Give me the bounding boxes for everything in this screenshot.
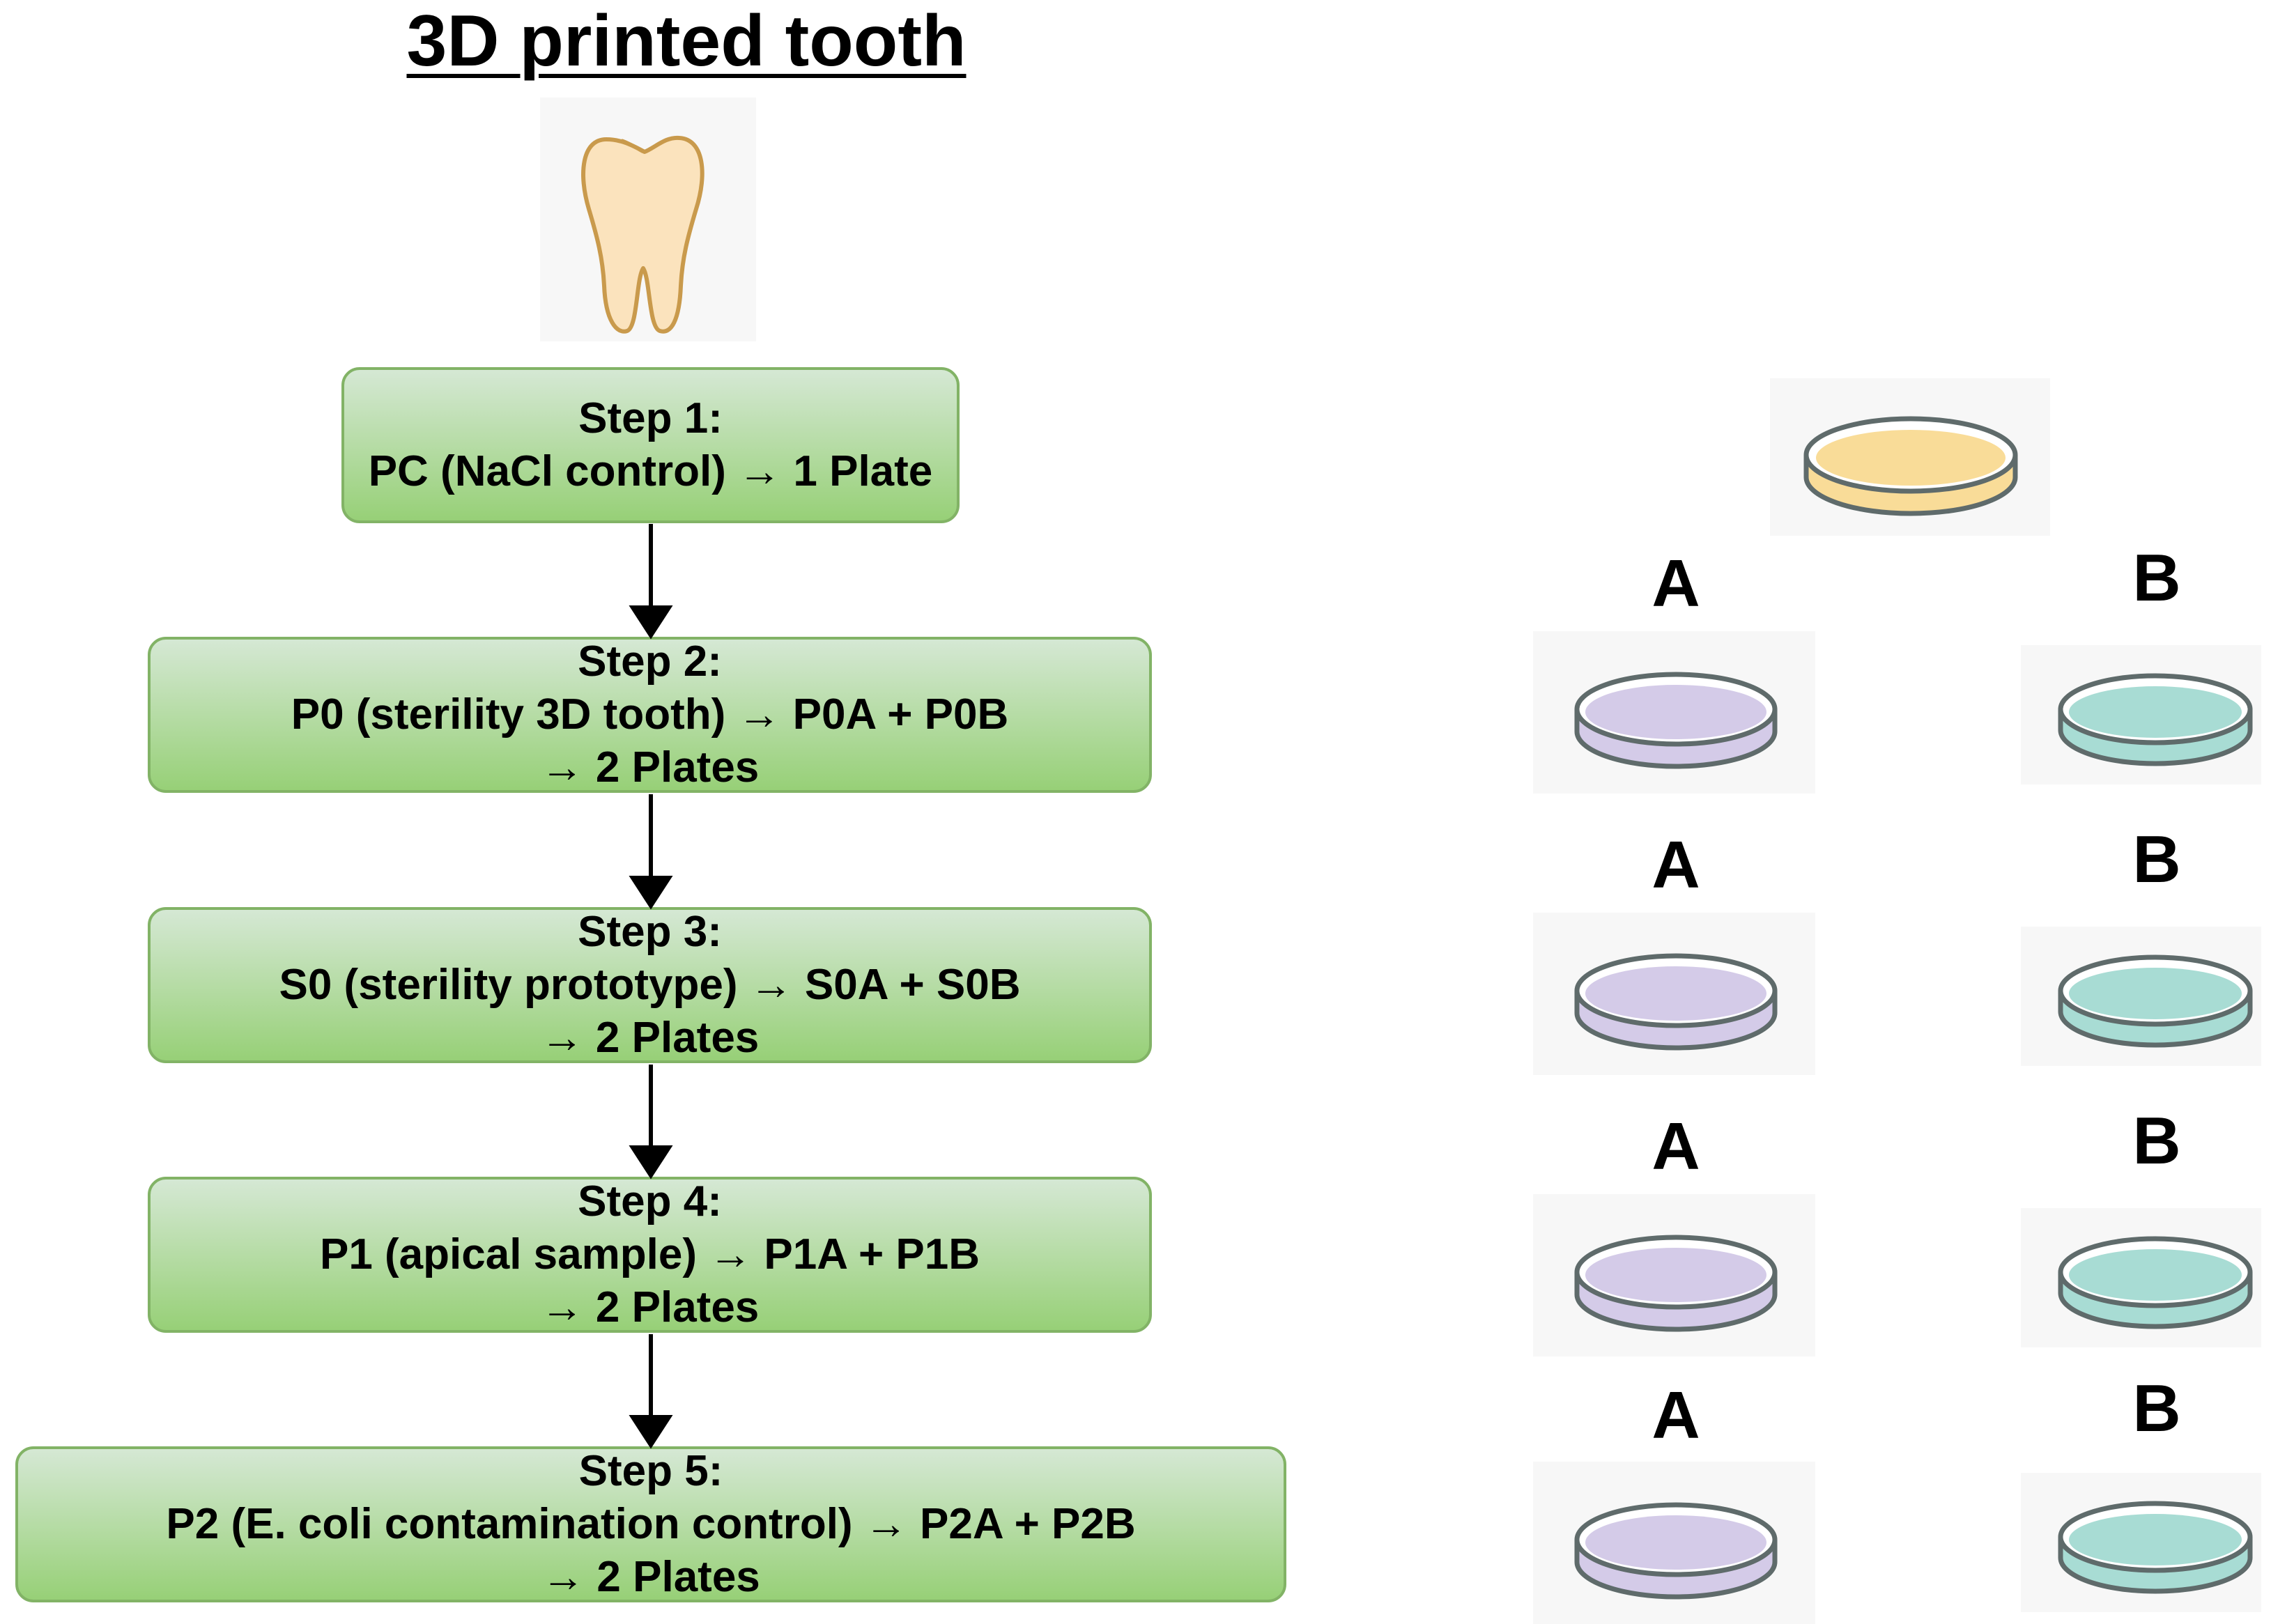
step-2-line2: → 2 Plates: [540, 743, 760, 791]
plate-label-b-step2: B: [2132, 541, 2181, 615]
step-2-heading: Step 2:: [578, 637, 722, 686]
step-2-box: Step 2: P0 (sterility 3D tooth) → P0A + …: [148, 637, 1152, 793]
petri-dish-a-step2-icon: [1533, 631, 1815, 794]
step-3-heading: Step 3:: [578, 908, 722, 956]
step-1-line1: PC (NaCl control) → 1 Plate: [368, 447, 933, 495]
petri-dish-a-step5-icon: [1533, 1462, 1815, 1624]
step-4-box: Step 4: P1 (apical sample) → P1A + P1B →…: [148, 1177, 1152, 1333]
petri-dish-pc-icon: [1770, 378, 2050, 536]
petri-dish-b-step5-icon: [2021, 1473, 2261, 1612]
plate-label-a-step4: A: [1652, 1109, 1700, 1184]
petri-dish-b-step2-icon: [2021, 645, 2261, 784]
tooth-icon: [540, 98, 756, 341]
petri-dish-b-step4-icon: [2021, 1208, 2261, 1347]
petri-dish-b-step3-icon: [2021, 927, 2261, 1066]
plate-label-b-step3: B: [2132, 822, 2181, 897]
step-1-heading: Step 1:: [578, 394, 723, 442]
plate-label-a-step5: A: [1652, 1378, 1700, 1453]
step-2-line1: P0 (sterility 3D tooth) → P0A + P0B: [291, 690, 1009, 738]
diagram-title: 3D printed tooth: [406, 1, 967, 82]
step-3-box: Step 3: S0 (sterility prototype) → S0A +…: [148, 907, 1152, 1063]
step-4-line1: P1 (apical sample) → P1A + P1B: [319, 1230, 980, 1278]
step-3-line2: → 2 Plates: [540, 1014, 760, 1062]
plate-label-a-step2: A: [1652, 546, 1700, 621]
plate-label-b-step4: B: [2132, 1104, 2181, 1178]
petri-dish-a-step3-icon: [1533, 913, 1815, 1075]
step-3-line1: S0 (sterility prototype) → S0A + S0B: [279, 961, 1021, 1009]
step-5-heading: Step 5:: [578, 1447, 723, 1495]
petri-dish-a-step4-icon: [1533, 1194, 1815, 1356]
step-4-heading: Step 4:: [578, 1177, 722, 1225]
plate-label-b-step5: B: [2132, 1371, 2181, 1446]
step-4-line2: → 2 Plates: [540, 1283, 760, 1331]
step-5-line1: P2 (E. coli contamination control) → P2A…: [166, 1500, 1136, 1548]
step-5-line2: → 2 Plates: [541, 1553, 760, 1601]
step-1-box: Step 1: PC (NaCl control) → 1 Plate: [341, 367, 960, 523]
plate-label-a-step3: A: [1652, 828, 1700, 902]
